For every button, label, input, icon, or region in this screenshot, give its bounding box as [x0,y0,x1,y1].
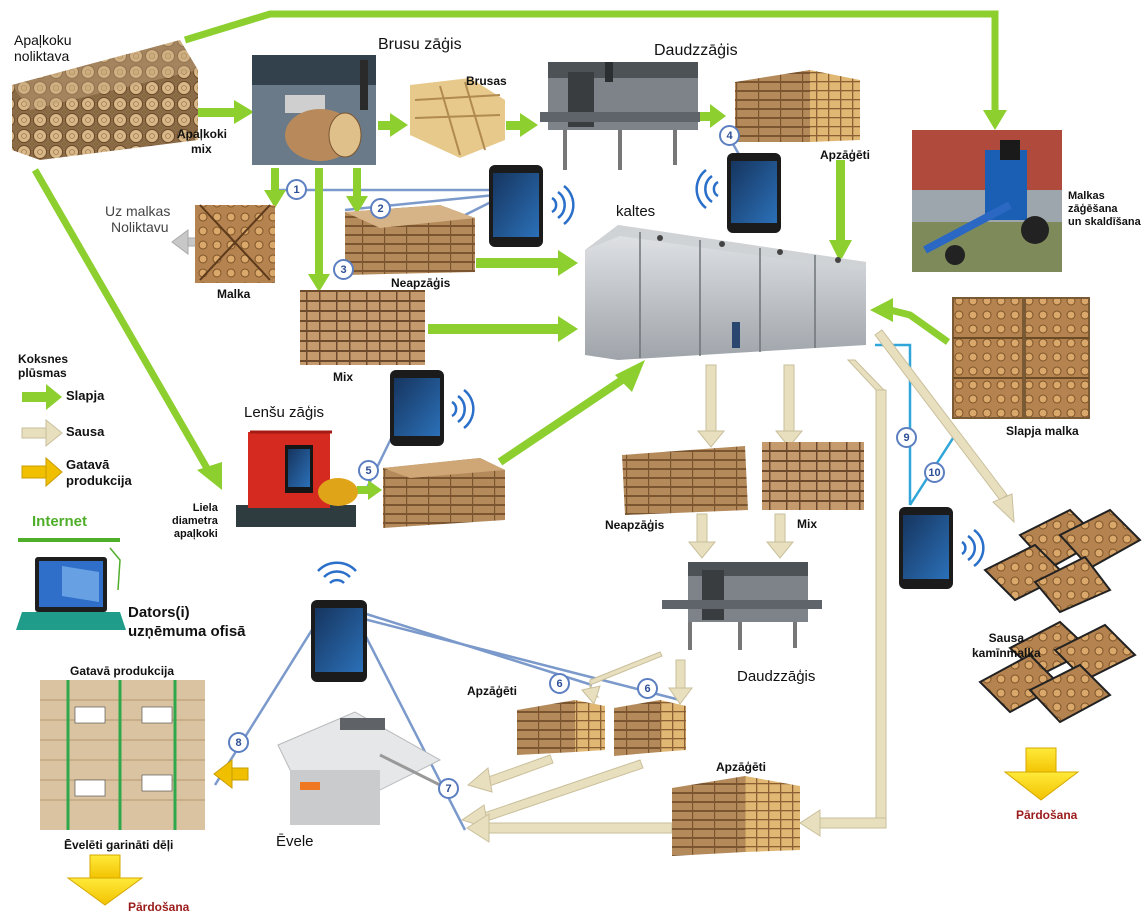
sale-left-label: Pārdošana [128,900,190,914]
multisaw-bottom-image [662,562,822,650]
legend-item-wet: Slapja [66,388,105,403]
tablets [311,153,953,682]
finished-products-label: Gatavā produkcija [70,664,175,678]
tablet-icon [311,600,367,682]
firewood-image [195,204,275,283]
trimmed-top-label: Apzāģēti [820,148,871,162]
marker-6b: 6 [637,678,658,699]
multisaw-bottom-label: Daudzzāģis [737,668,816,685]
finished-flow-arrows [21,456,249,790]
log-sawmill-image [252,55,376,165]
trimmed-mid-image [517,700,686,756]
mix-dry-image [762,442,864,510]
marker-2: 2 [370,198,391,219]
marker-4: 4 [719,125,740,146]
marker-8: 8 [228,732,249,753]
planed-boards-label: Ēvelēti garināti dēļi [64,838,174,852]
firewood-machine-image [912,130,1062,272]
kilns-label: kaltes [616,203,656,220]
unedged-top-label: Neapzāģis [391,276,451,290]
unedged-top-image [345,205,475,275]
sale-right-label: Pārdošana [1016,808,1078,822]
multisaw-top-label: Daudzzāģis [654,42,738,59]
trimmed-mid-label: Apzāģēti [467,684,518,698]
planer-label: Ēvele [276,833,314,850]
dry-flow-arrows [21,229,1015,843]
mix-top-label: Mix [333,370,354,384]
wifi-icons [317,169,985,584]
trimmed-bottom-image [672,776,800,856]
planer-image [277,711,451,825]
marker-3: 3 [333,259,354,280]
dry-firewood-image [978,508,1142,724]
legend-item-dry: Sausa [66,424,105,439]
multisaw-top-image [540,62,700,170]
trimmed-bottom-label: Apzāģēti [716,760,767,774]
wet-firewood-image [952,297,1090,419]
beams-image [410,78,505,158]
marker-1: 1 [286,179,307,200]
marker-9: 9 [896,427,917,448]
unedged-dry-image [622,446,748,515]
office-laptop-image [16,538,126,630]
log-yard-image [12,40,198,160]
kilns-image [585,225,866,360]
wet-firewood-label: Slapja malka [1006,424,1079,438]
beams-label: Brusas [466,74,507,88]
unedged-dry-label: Neapzāģis [605,518,665,532]
band-saw-image [236,430,358,527]
mix-top-image [300,290,425,365]
tablet-icon [489,165,543,247]
marker-5: 5 [358,460,379,481]
tablet-icon [727,153,781,233]
sale-arrows [66,747,1080,906]
marker-10: 10 [924,462,945,483]
log-sawmill-label: Brusu zāģis [378,36,462,53]
office-label: Dators(i)uzņēmuma ofisā [128,604,246,640]
tablet-icon [899,507,953,589]
trimmed-top-image [735,70,860,142]
internet-label: Internet [32,513,88,530]
marker-7: 7 [438,778,459,799]
marker-6a: 6 [549,673,570,694]
wet-flow-arrows [22,10,1007,500]
bandsaw-stack-image [383,458,505,528]
finished-products-image [40,680,205,830]
band-saw-label: Lenšu zāģis [244,404,325,421]
mix-dry-label: Mix [797,517,818,531]
firewood-label: Malka [217,287,251,301]
tablet-icon [390,370,444,446]
